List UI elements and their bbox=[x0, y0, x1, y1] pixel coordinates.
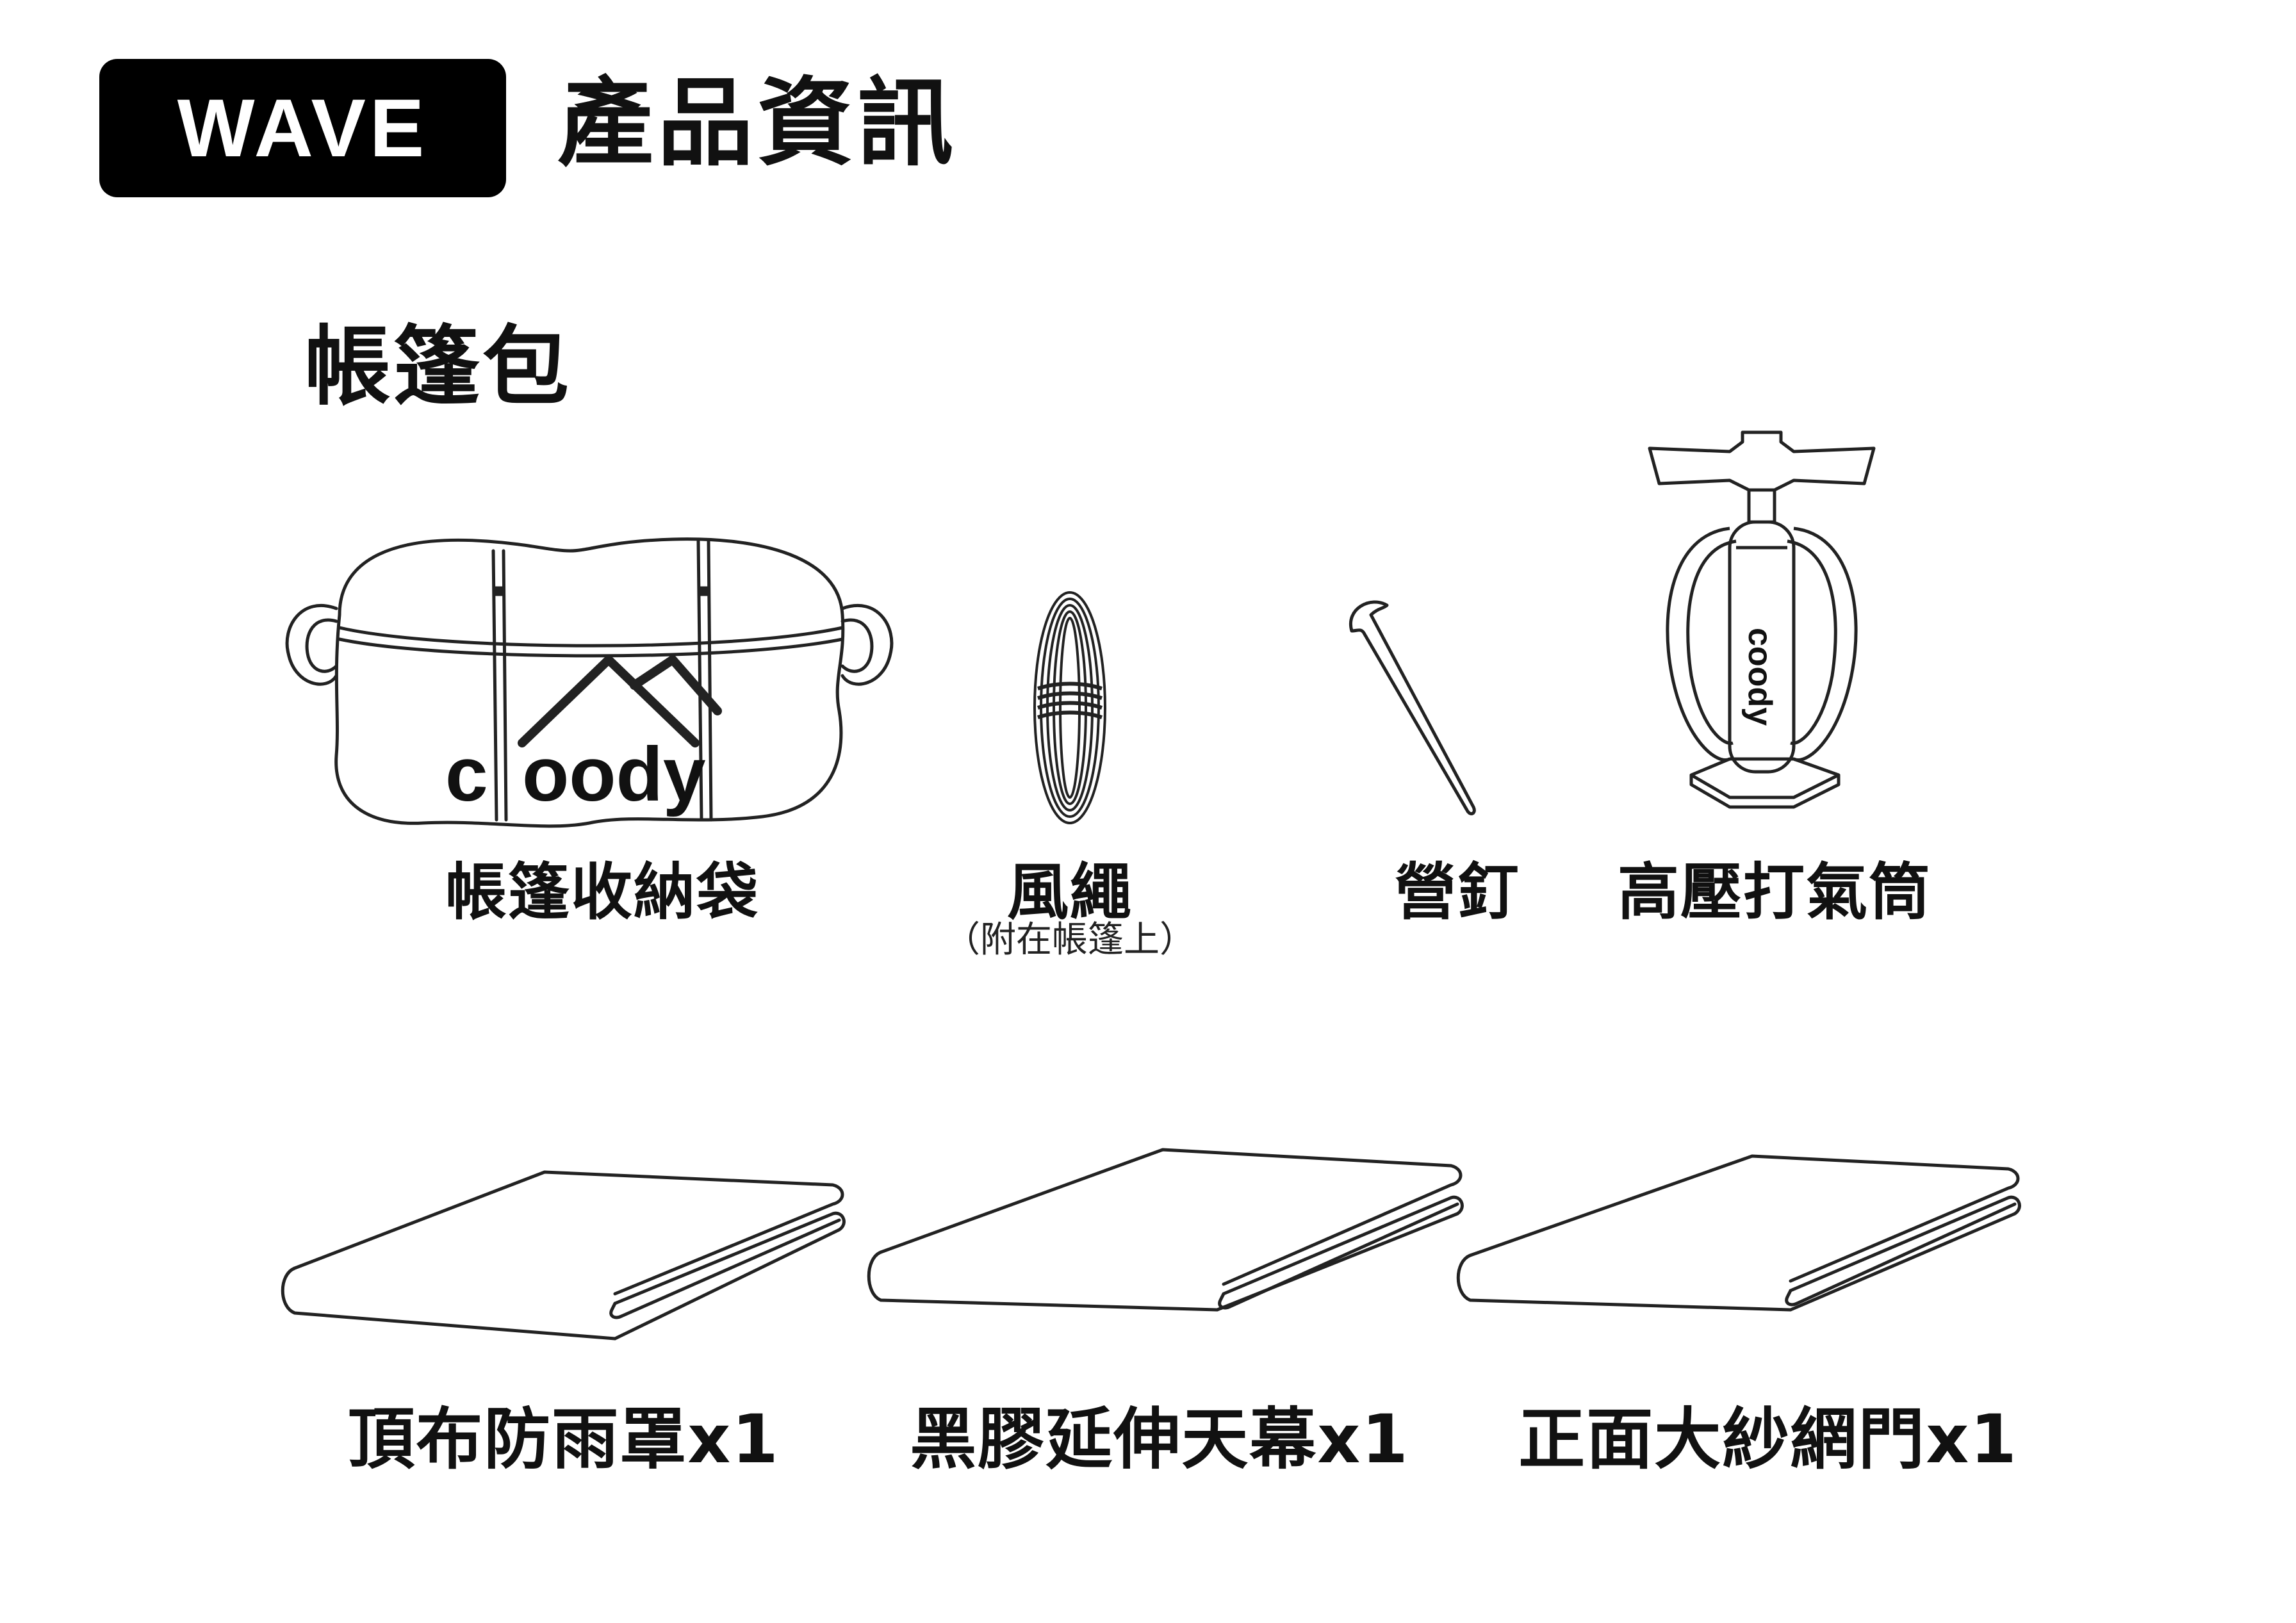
bag-brand-logo: c bbox=[445, 731, 488, 817]
section-title: 帳篷包 bbox=[304, 316, 571, 417]
folded-fabric-icon-rainfly bbox=[281, 1170, 846, 1341]
pump-brand-logo: coody bbox=[1741, 628, 1778, 726]
tent-stake-icon bbox=[1349, 600, 1476, 815]
item-sublabel-guy-rope: （附在帳篷上） bbox=[944, 919, 1195, 961]
folded-fabric-icon-mesh-door bbox=[1456, 1154, 2021, 1312]
item-label-rainfly: 頂布防雨罩x1 bbox=[348, 1400, 780, 1478]
item-label-tarp: 黑膠延伸天幕x1 bbox=[910, 1400, 1409, 1478]
item-label-guy-rope: 風繩 bbox=[1007, 856, 1133, 928]
item-label-air-pump: 高壓打氣筒 bbox=[1618, 856, 1931, 928]
model-badge-label: WAVE bbox=[177, 82, 429, 174]
folded-fabric-icon-tarp bbox=[867, 1148, 1464, 1312]
item-label-mesh-door: 正面大紗網門x1 bbox=[1518, 1400, 2018, 1478]
item-label-tent-stake: 營釘 bbox=[1395, 856, 1520, 928]
item-label-storage-bag: 帳篷收納袋 bbox=[445, 856, 759, 928]
guy-rope-icon bbox=[1033, 591, 1106, 824]
model-badge: WAVE bbox=[99, 59, 506, 197]
page-title: 產品資訊 bbox=[557, 68, 958, 179]
air-pump-icon: coody bbox=[1648, 430, 1876, 809]
storage-bag-icon: c oody bbox=[285, 537, 894, 828]
svg-text:oody: oody bbox=[522, 731, 706, 817]
